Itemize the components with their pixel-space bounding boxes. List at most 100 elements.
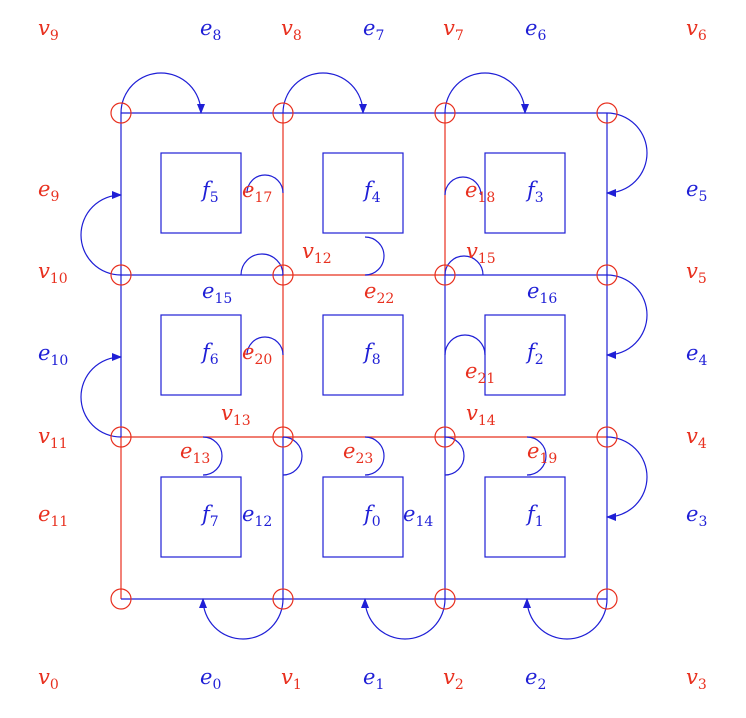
vertex-marker xyxy=(272,264,294,286)
vertex-label-v14: v14 xyxy=(466,401,496,429)
vertex-label-v11: v11 xyxy=(38,424,68,452)
face-square-f5 xyxy=(160,152,242,234)
face-label-f6: f6 xyxy=(200,340,219,368)
vertex-label-v10: v10 xyxy=(38,259,68,287)
face-label-f8: f8 xyxy=(362,340,381,368)
arrow-arc xyxy=(282,72,367,114)
edge-label-e11: e11 xyxy=(38,502,68,530)
edge-label-e0: e0 xyxy=(200,665,221,693)
arrow-arcs xyxy=(80,72,648,640)
vertex-marker xyxy=(434,102,456,124)
vertex-label-v12: v12 xyxy=(302,239,332,267)
arrow-arc xyxy=(606,274,648,359)
face-label-f3: f3 xyxy=(525,178,544,206)
edge-label-e15: e15 xyxy=(202,279,232,307)
edge-label-e7: e7 xyxy=(363,16,384,44)
face-label-f7: f7 xyxy=(200,502,219,530)
edge-label-e10: e10 xyxy=(38,341,68,369)
vertex-marker xyxy=(596,264,618,286)
vertex-marker xyxy=(272,102,294,124)
vertex-marker xyxy=(110,588,132,610)
face-label-f5: f5 xyxy=(200,178,219,206)
vertex-label-v13: v13 xyxy=(221,401,251,429)
face-square-f6 xyxy=(160,314,242,396)
small-loop xyxy=(444,436,465,476)
vertex-marker xyxy=(434,426,456,448)
edge-label-e9: e9 xyxy=(38,177,59,205)
vertex-marker xyxy=(596,102,618,124)
face-square-f3 xyxy=(484,152,566,234)
edge-label-e17: e17 xyxy=(242,178,272,206)
edge-label-e16: e16 xyxy=(527,279,557,307)
edge-label-e13: e13 xyxy=(180,439,210,467)
edge-label-e8: e8 xyxy=(200,16,221,44)
vertex-label-v0: v0 xyxy=(38,665,59,693)
edge-label-e1: e1 xyxy=(363,665,384,693)
face-squares xyxy=(160,152,566,558)
edge-label-e4: e4 xyxy=(686,341,707,369)
edge-label-e3: e3 xyxy=(686,502,707,530)
small-loop xyxy=(202,436,223,476)
edge-label-e20: e20 xyxy=(242,340,272,368)
vertex-marker xyxy=(272,588,294,610)
small-loop xyxy=(282,436,303,476)
edge-label-e21: e21 xyxy=(465,359,495,387)
edge-label-e19: e19 xyxy=(527,439,557,467)
edge-label-e23: e23 xyxy=(343,439,373,467)
edge-label-e5: e5 xyxy=(686,177,707,205)
vertex-marker xyxy=(596,426,618,448)
edge-label-e2: e2 xyxy=(525,665,546,693)
face-label-f1: f1 xyxy=(525,502,544,530)
vertex-label-v6: v6 xyxy=(686,16,707,44)
vertex-marker xyxy=(272,426,294,448)
vertex-marker xyxy=(596,588,618,610)
face-square-f4 xyxy=(322,152,404,234)
vertex-marker xyxy=(110,102,132,124)
face-square-f0 xyxy=(322,476,404,558)
small-loop xyxy=(246,174,284,194)
arrow-arc xyxy=(120,72,205,114)
arrow-arc xyxy=(606,436,648,521)
small-loop xyxy=(444,334,486,356)
arrow-arc xyxy=(80,191,122,276)
arrow-arc xyxy=(361,598,446,640)
vertex-label-v2: v2 xyxy=(443,665,464,693)
face-label-f2: f2 xyxy=(525,340,544,368)
edge-label-e18: e18 xyxy=(465,178,495,206)
edge-label-e12: e12 xyxy=(242,502,272,530)
small-loop xyxy=(246,336,284,356)
small-loop xyxy=(444,255,484,276)
edge-label-e14: e14 xyxy=(403,502,433,530)
vertex-label-v15: v15 xyxy=(466,239,496,267)
arrow-arc xyxy=(199,598,284,640)
vertex-label-v4: v4 xyxy=(686,424,707,452)
vertex-marker xyxy=(434,588,456,610)
face-label-f0: f0 xyxy=(362,502,381,530)
small-loops xyxy=(202,174,547,476)
vertex-label-v8: v8 xyxy=(281,16,302,44)
vertex-marker xyxy=(434,264,456,286)
arrow-arc xyxy=(523,598,608,640)
edge-label-e22: e22 xyxy=(364,279,394,307)
vertex-label-v9: v9 xyxy=(38,16,59,44)
vertex-label-v1: v1 xyxy=(281,665,302,693)
edge-label-e6: e6 xyxy=(525,16,546,44)
vertex-label-v3: v3 xyxy=(686,665,707,693)
arrow-arc xyxy=(606,112,648,197)
vertex-marker xyxy=(110,264,132,286)
vertex-label-v5: v5 xyxy=(686,259,707,287)
face-square-f2 xyxy=(484,314,566,396)
face-label-f4: f4 xyxy=(362,178,381,206)
vertex-label-v7: v7 xyxy=(443,16,464,44)
arrow-arc xyxy=(80,353,122,438)
small-loop xyxy=(240,253,284,276)
vertex-circles xyxy=(110,102,618,610)
face-square-f7 xyxy=(160,476,242,558)
face-square-f1 xyxy=(484,476,566,558)
face-square-f8 xyxy=(322,314,404,396)
arrow-arc xyxy=(444,72,529,114)
labels: v0 v1 v2 v3 v4 v5 v6 v7 v8 v9 v10 v11 v12 v13 v14 v15 e0… xyxy=(38,16,707,693)
vertex-marker xyxy=(110,426,132,448)
